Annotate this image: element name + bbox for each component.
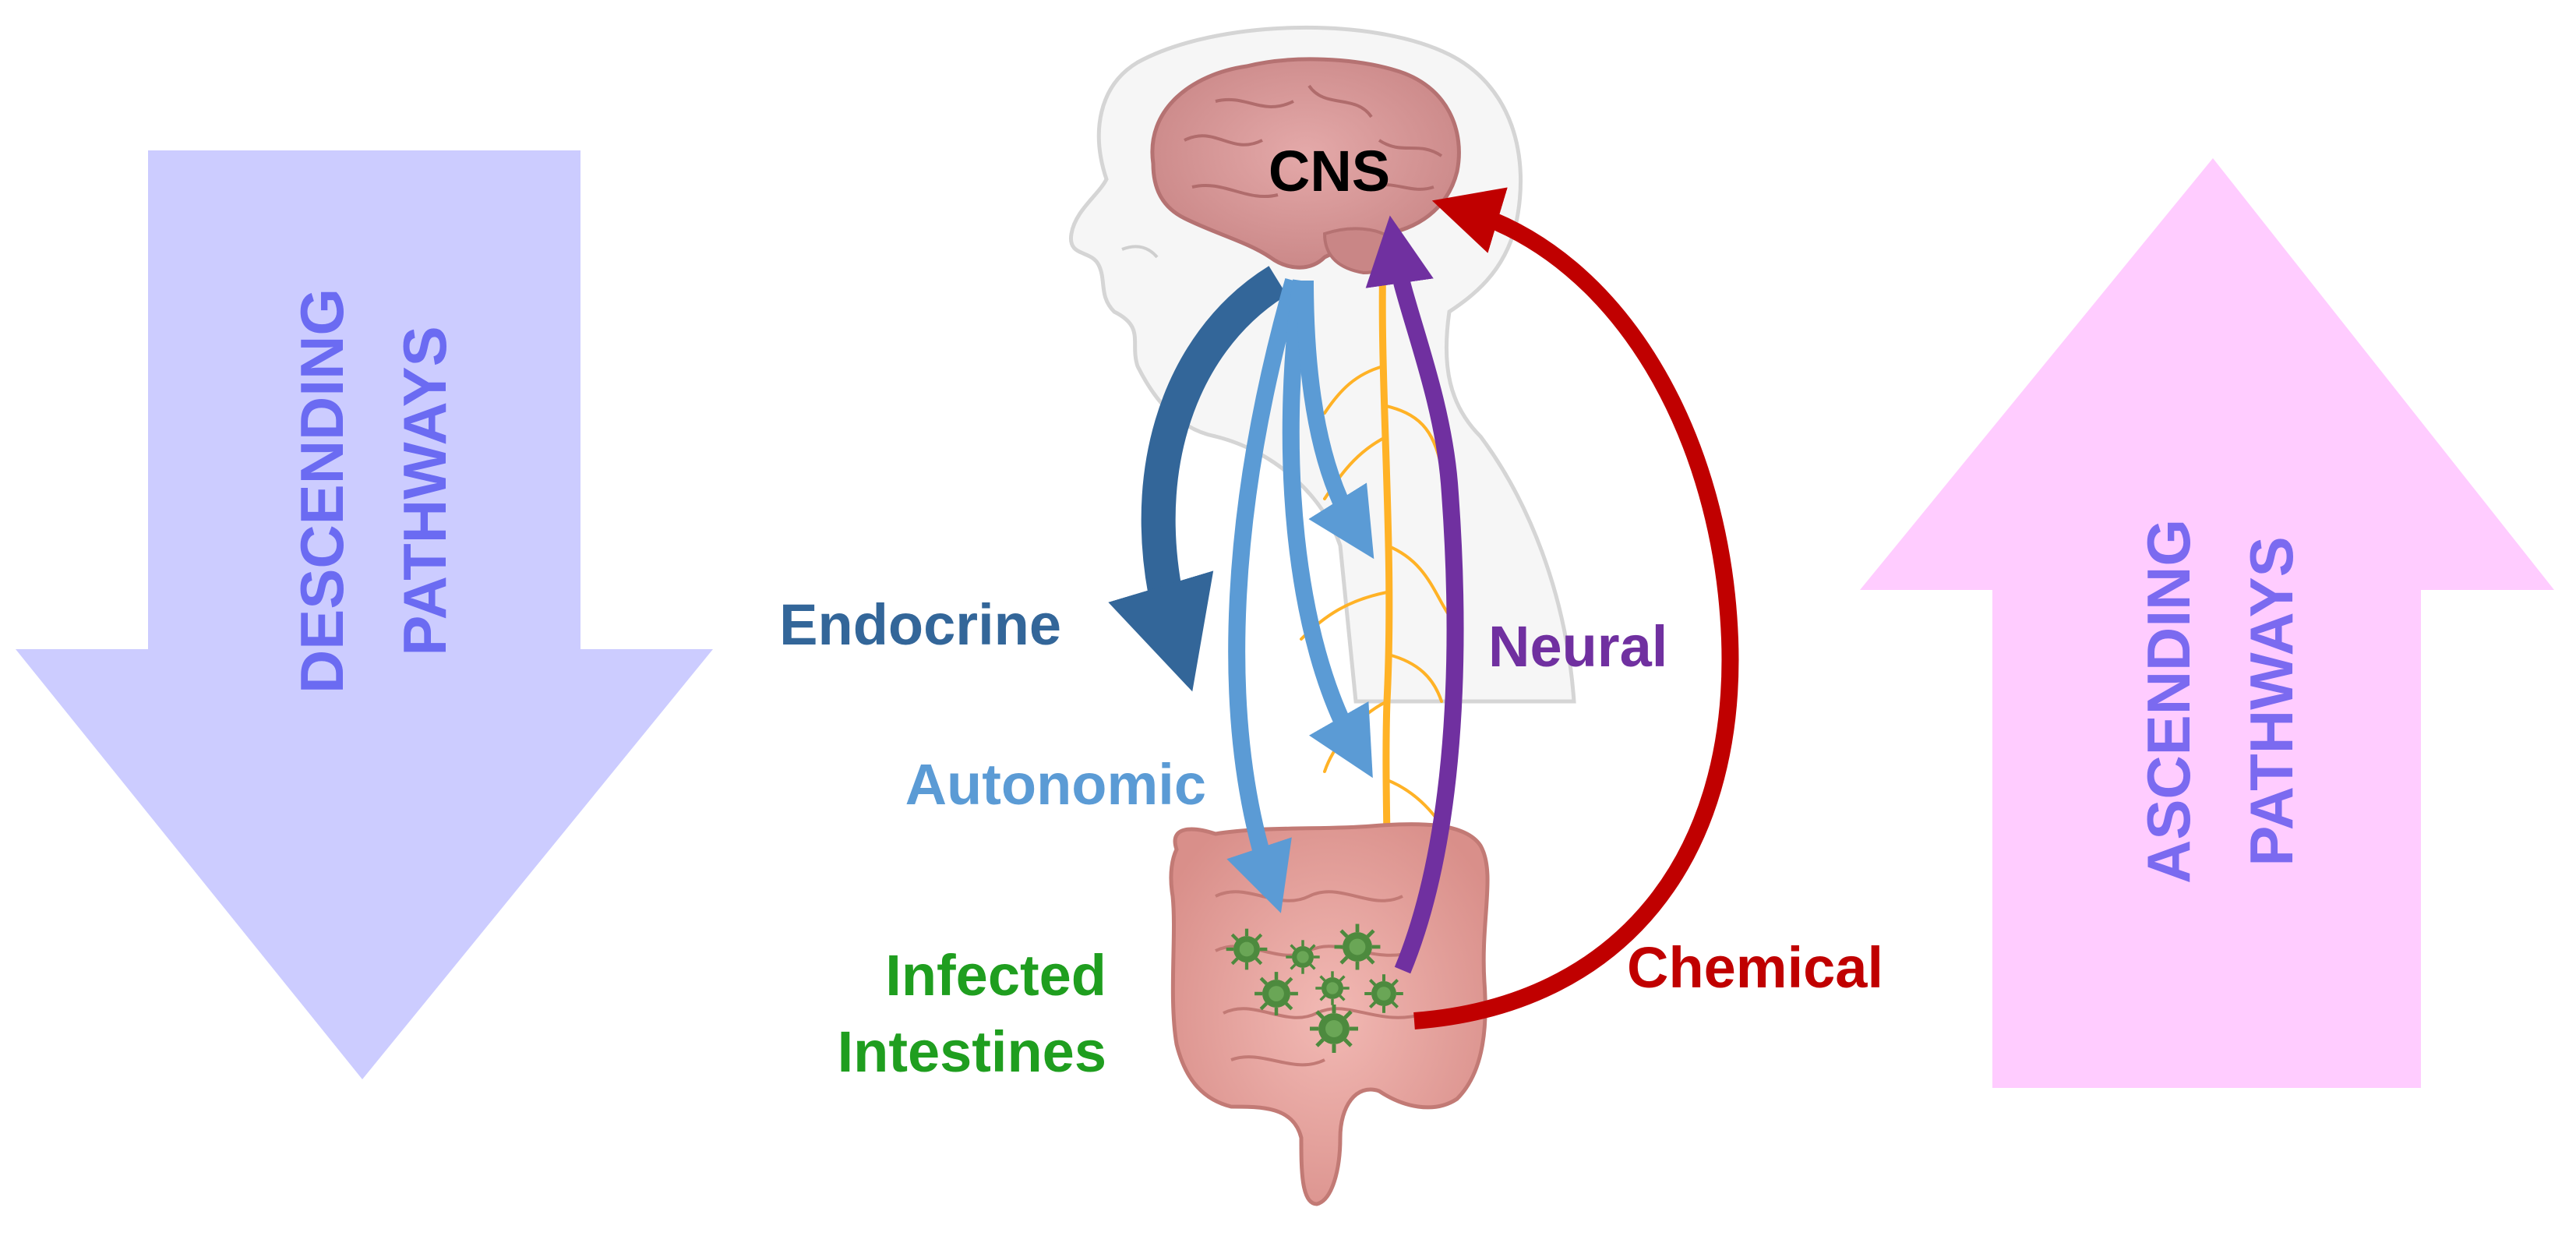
ascending-label-line1: ASCENDING — [2134, 519, 2203, 884]
infected-intestines-label-line1: Infected — [885, 943, 1106, 1008]
descending-label-line1: DESCENDING — [288, 288, 356, 694]
descending-pathways-arrow: DESCENDING PATHWAYS — [16, 150, 713, 1079]
infected-intestines-label-line2: Intestines — [838, 1019, 1106, 1084]
endocrine-arrow — [1108, 266, 1287, 692]
autonomic-label: Autonomic — [905, 752, 1206, 817]
endocrine-label: Endocrine — [779, 592, 1061, 657]
autonomic-arrows — [1226, 277, 1374, 913]
ascending-pathways-arrow: ASCENDING PATHWAYS — [1860, 158, 2554, 1088]
ascending-label-line2: PATHWAYS — [2237, 536, 2306, 866]
brain — [1150, 57, 1461, 275]
chemical-label: Chemical — [1627, 935, 1883, 1000]
neural-label: Neural — [1488, 614, 1667, 679]
neural-arrow — [1365, 215, 1464, 974]
cns-label: CNS — [1269, 139, 1390, 203]
descending-label-line2: PATHWAYS — [390, 326, 459, 655]
chemical-arrow — [1413, 187, 1739, 1029]
